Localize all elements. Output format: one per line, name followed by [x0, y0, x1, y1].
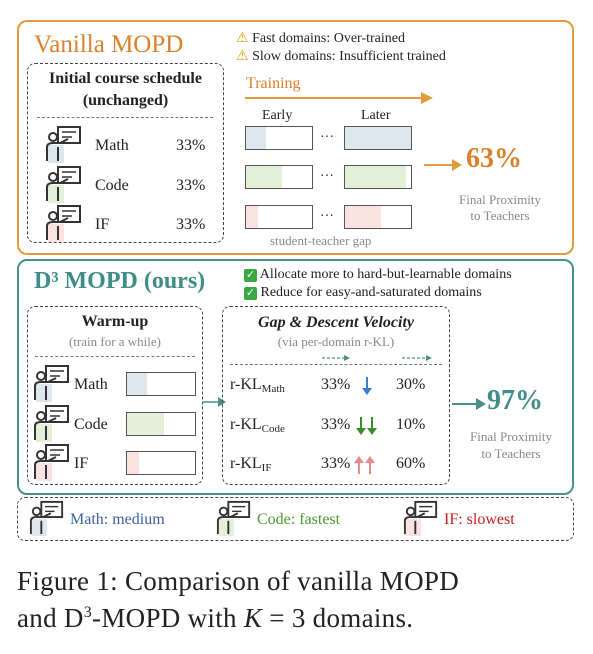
check-reduce: ✓ Reduce for easy-and-saturated domains — [244, 285, 482, 300]
rkl-code-after: 10% — [396, 416, 426, 433]
vanilla-result-caption-2: to Teachers — [470, 208, 530, 223]
warmup-box — [27, 306, 203, 485]
warmup-title: Warm-up — [81, 313, 149, 330]
vanilla-title: Vanilla MOPD — [34, 31, 184, 58]
warmup-if-bar — [126, 451, 196, 475]
divider — [230, 364, 442, 365]
vanilla-if-label: IF — [95, 216, 110, 233]
bar-fill — [345, 127, 411, 149]
if-teacher-icon — [44, 204, 84, 242]
gap-velocity-box — [222, 306, 450, 485]
later-if-bar — [344, 205, 412, 229]
vanilla-math-label: Math — [95, 137, 129, 154]
warmup-code-label: Code — [74, 416, 108, 433]
figure-caption-line2: and D3-MOPD with K = 3 domains. — [17, 603, 414, 633]
rkl-math-after: 30% — [396, 376, 426, 393]
rkl-math-label: r-KLMath — [230, 376, 285, 395]
ellipsis: ··· — [320, 130, 334, 145]
later-label: Later — [361, 108, 391, 123]
warmup-if-label: IF — [74, 455, 89, 472]
bar-fill — [345, 166, 406, 188]
d3-title: D³ MOPD (ours) — [34, 268, 206, 294]
rkl-if-after: 60% — [396, 455, 426, 472]
code-teacher-icon — [215, 500, 253, 536]
early-if-bar — [245, 205, 313, 229]
warmup-math-bar — [126, 372, 196, 396]
later-math-bar — [344, 126, 412, 150]
vanilla-math-pct: 33% — [176, 137, 206, 154]
code-teacher-icon — [44, 165, 84, 203]
math-teacher-icon — [32, 364, 72, 402]
figure-caption-line1: Figure 1: Comparison of vanilla MOPD — [17, 566, 460, 596]
gap-subtitle: (via per-domain r-KL) — [277, 334, 395, 349]
rkl-if-label: r-KLIF — [230, 455, 272, 474]
warning-fast: ⚠ Fast domains: Over-trained — [236, 31, 405, 46]
if-teacher-icon — [32, 443, 72, 481]
schedule-title: Initial course schedule — [49, 70, 202, 87]
training-label: Training — [246, 75, 301, 92]
bar-fill — [345, 206, 382, 228]
bar-fill — [246, 206, 258, 228]
arrow-down-icon — [362, 377, 372, 395]
double-arrow-up-icon — [354, 456, 375, 474]
d3-result-caption-1: Final Proximity — [470, 429, 552, 444]
warning-icon: ⚠ — [236, 49, 249, 64]
legend-if: IF: slowest — [444, 511, 515, 528]
d3-result: 97% — [487, 385, 543, 416]
vanilla-result: 63% — [466, 143, 522, 174]
vanilla-code-label: Code — [95, 177, 129, 194]
rkl-code-before: 33% — [321, 416, 351, 433]
warmup-subtitle: (train for a while) — [68, 334, 162, 349]
d3-result-caption-2: to Teachers — [481, 446, 541, 461]
double-arrow-down-icon — [356, 417, 377, 435]
ellipsis: ··· — [320, 209, 334, 224]
legend-box — [17, 497, 574, 541]
warning-slow: ⚠ Slow domains: Insufficient trained — [236, 49, 446, 64]
rkl-code-label: r-KLCode — [230, 416, 285, 435]
bar-fill — [127, 373, 148, 395]
if-teacher-icon — [402, 500, 440, 536]
result-arrow — [424, 159, 462, 171]
divider — [35, 356, 195, 357]
training-arrow — [245, 92, 433, 104]
legend-math: Math: medium — [70, 511, 165, 528]
warmup-code-bar — [126, 412, 196, 436]
bar-fill — [246, 127, 266, 149]
check-icon: ✓ — [244, 287, 257, 300]
early-label: Early — [262, 108, 293, 123]
ellipsis: ··· — [320, 169, 334, 184]
check-allocate: ✓ Allocate more to hard-but-learnable do… — [244, 267, 512, 282]
bar-fill — [127, 413, 165, 435]
bar-fill — [246, 166, 283, 188]
gap-title: Gap & Descent Velocity — [258, 314, 414, 331]
vanilla-mopd-panel — [17, 20, 574, 255]
schedule-subtitle: (unchanged) — [82, 92, 169, 109]
vanilla-result-caption-1: Final Proximity — [459, 192, 541, 207]
gap-flow-arrows — [322, 355, 432, 361]
result-arrow — [452, 398, 486, 410]
bar-fill — [127, 452, 140, 474]
vanilla-code-pct: 33% — [176, 177, 206, 194]
math-teacher-icon — [44, 125, 84, 163]
initial-schedule-box — [27, 63, 224, 243]
gap-label: student-teacher gap — [270, 233, 372, 248]
warmup-math-label: Math — [74, 376, 108, 393]
warning-icon: ⚠ — [236, 31, 249, 46]
vanilla-if-pct: 33% — [176, 216, 206, 233]
d3-mopd-panel — [17, 259, 574, 495]
code-teacher-icon — [32, 404, 72, 442]
early-code-bar — [245, 165, 313, 189]
rkl-if-before: 33% — [321, 455, 351, 472]
math-teacher-icon — [28, 500, 66, 536]
check-icon: ✓ — [244, 269, 257, 282]
legend-code: Code: fastest — [257, 511, 341, 528]
later-code-bar — [344, 165, 412, 189]
early-math-bar — [245, 126, 313, 150]
divider — [37, 117, 213, 118]
rkl-math-before: 33% — [321, 376, 351, 393]
